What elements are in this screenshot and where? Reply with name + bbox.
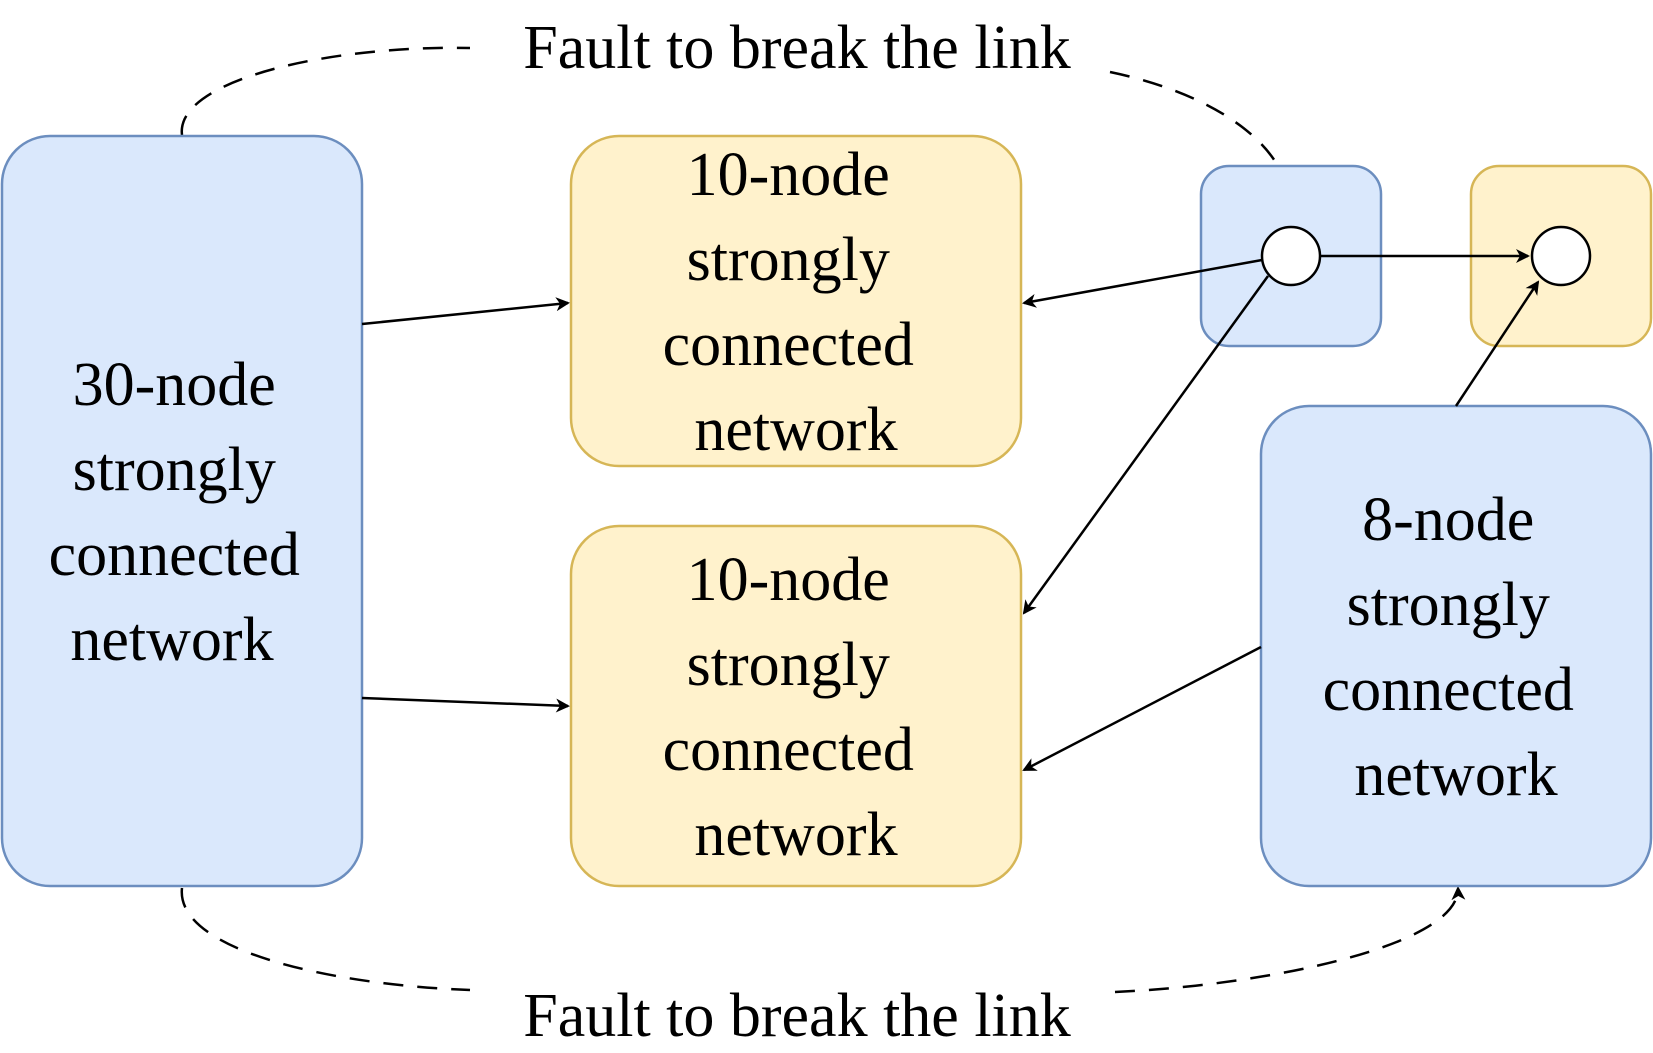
edge-blue-node-to-10bottom bbox=[1022, 275, 1270, 615]
edge-8-to-10bottom bbox=[1022, 645, 1262, 772]
fault-label-bottom: Fault to break the link bbox=[523, 982, 1071, 1050]
network-30-node-box bbox=[0, 134, 364, 888]
network-10-node-bottom-box bbox=[569, 524, 1023, 888]
single-node-blue-circle bbox=[1260, 225, 1322, 287]
edge-blue-node-to-10top bbox=[1022, 258, 1263, 308]
fault-link-bottom-curve-right bbox=[1114, 886, 1466, 994]
single-node-yellow-circle bbox=[1530, 225, 1592, 287]
fault-label-top: Fault to break the link bbox=[523, 14, 1071, 82]
fault-link-top-curve-right bbox=[1109, 70, 1298, 217]
fault-link-top-curve bbox=[180, 46, 471, 136]
edge-30-to-10bottom bbox=[361, 696, 570, 713]
network-8-node-label: 8-node strongly connected network bbox=[1323, 486, 1590, 809]
network-30-node-label: 30-node strongly connected network bbox=[49, 351, 316, 674]
edge-30-to-10top bbox=[361, 297, 570, 326]
network-10-node-top-box bbox=[569, 134, 1023, 468]
network-8-node-box bbox=[1259, 404, 1653, 888]
edge-8-to-yellow-node bbox=[1454, 280, 1540, 407]
network-10-node-top-label: 10-node strongly connected network bbox=[663, 141, 930, 464]
network-10-node-bottom-label: 10-node strongly connected network bbox=[663, 546, 930, 869]
fault-link-bottom-curve bbox=[180, 887, 471, 992]
